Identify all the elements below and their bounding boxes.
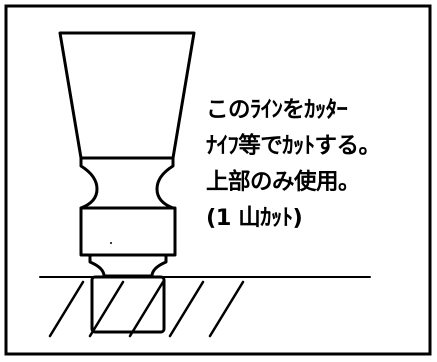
ground-hatching [48,280,245,338]
plug-collar [79,206,177,257]
instruction-line-1: このﾗｲﾝをｶｯﾀｰ [206,97,348,123]
scan-dot [110,242,112,244]
instruction-text: このﾗｲﾝをｶｯﾀｰ ﾅｲﾌ等でｶｯﾄする。 上部のみ使用。 (1 山ｶｯﾄ) [206,92,434,236]
frame-border [4,4,432,356]
plug-lower-joint [88,253,168,278]
plug-neck [79,156,175,210]
plug-funnel-top [58,31,196,160]
instruction-line-2: ﾅｲﾌ等でｶｯﾄする。 [206,133,381,159]
instruction-line-4: (1 山ｶｯﾄ) [206,205,303,231]
instruction-line-3: 上部のみ使用。 [206,169,361,195]
plug-buried-base [90,275,166,334]
